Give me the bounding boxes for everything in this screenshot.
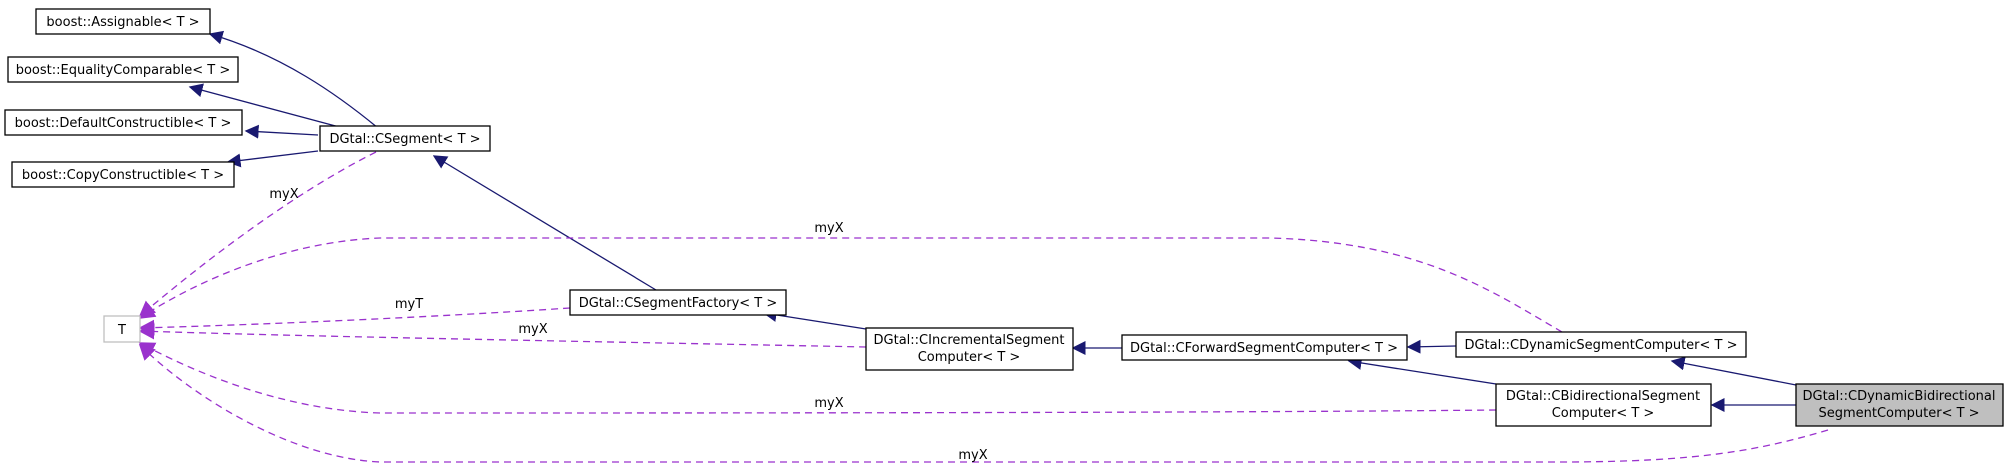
node-label-line1: DGtal::CIncrementalSegment — [874, 333, 1065, 348]
edge-incremental-uses-t — [138, 323, 867, 348]
node-dgtal-cbidirectional-segment-computer[interactable]: DGtal::CBidirectionalSegment Computer< T… — [1495, 383, 1712, 427]
node-label: DGtal::CSegment< T > — [329, 132, 480, 147]
node-dgtal-csegment-factory[interactable]: DGtal::CSegmentFactory< T > — [569, 289, 787, 316]
edge-label-dynamic-myX: myX — [814, 221, 843, 236]
edge-label-bidirectional-myX: myX — [814, 396, 843, 411]
node-dgtal-cincremental-segment-computer[interactable]: DGtal::CIncrementalSegment Computer< T > — [865, 327, 1074, 371]
node-dgtal-cdynamic-segment-computer[interactable]: DGtal::CDynamicSegmentComputer< T > — [1455, 331, 1747, 358]
edge-csegment-to-defaultctor — [244, 124, 319, 139]
edge-csegment-to-assignable — [208, 30, 379, 129]
edge-dynamic-uses-t — [138, 237, 1563, 333]
node-label-line2: SegmentComputer< T > — [1818, 406, 1979, 421]
node-label-line2: Computer< T > — [1552, 406, 1655, 421]
node-boost-assignable[interactable]: boost::Assignable< T > — [35, 8, 211, 35]
edge-label-incremental-myX: myX — [518, 322, 547, 337]
edge-csegment-to-copyctor — [226, 150, 319, 168]
edge-label-dynbidir-myX: myX — [958, 448, 987, 463]
edge-incremental-to-factory — [762, 308, 867, 330]
edge-factory-to-csegment — [432, 155, 657, 291]
node-label-line1: DGtal::CBidirectionalSegment — [1506, 389, 1700, 404]
node-label: DGtal::CForwardSegmentComputer< T > — [1130, 341, 1398, 356]
edge-label-csegment-myX: myX — [269, 187, 298, 202]
node-label: boost::Assignable< T > — [46, 15, 199, 30]
node-label-line1: DGtal::CDynamicBidirectional — [1802, 389, 1995, 404]
edge-dynamic-to-forward — [1406, 339, 1457, 354]
node-label: boost::CopyConstructible< T > — [22, 168, 224, 183]
node-dgtal-csegment[interactable]: DGtal::CSegment< T > — [319, 125, 491, 152]
node-boost-copy-constructible[interactable]: boost::CopyConstructible< T > — [11, 161, 235, 188]
edge-bidirectional-to-forward — [1347, 356, 1497, 385]
node-dgtal-cforward-segment-computer[interactable]: DGtal::CForwardSegmentComputer< T > — [1121, 334, 1408, 361]
edge-factory-uses-t — [138, 307, 571, 336]
edge-label-factory-myT: myT — [395, 297, 423, 312]
edge-bidirectional-uses-t — [138, 342, 1497, 414]
node-boost-default-constructible[interactable]: boost::DefaultConstructible< T > — [4, 109, 243, 136]
edge-csegment-uses-t — [138, 151, 377, 318]
node-label: DGtal::CSegmentFactory< T > — [579, 296, 778, 311]
node-label: boost::DefaultConstructible< T > — [15, 116, 232, 131]
node-label: boost::EqualityComparable< T > — [16, 63, 231, 78]
node-label: T — [117, 323, 126, 338]
edge-csegment-to-equality — [188, 83, 344, 129]
node-boost-equality-comparable[interactable]: boost::EqualityComparable< T > — [7, 56, 239, 83]
node-label: DGtal::CDynamicSegmentComputer< T > — [1464, 338, 1737, 353]
node-t[interactable]: T — [103, 315, 141, 343]
node-label-line2: Computer< T > — [918, 350, 1021, 365]
edge-dynbidir-to-dynamic — [1670, 356, 1797, 386]
node-dgtal-cdynamic-bidirectional-segment-computer[interactable]: DGtal::CDynamicBidirectional SegmentComp… — [1795, 383, 2004, 427]
